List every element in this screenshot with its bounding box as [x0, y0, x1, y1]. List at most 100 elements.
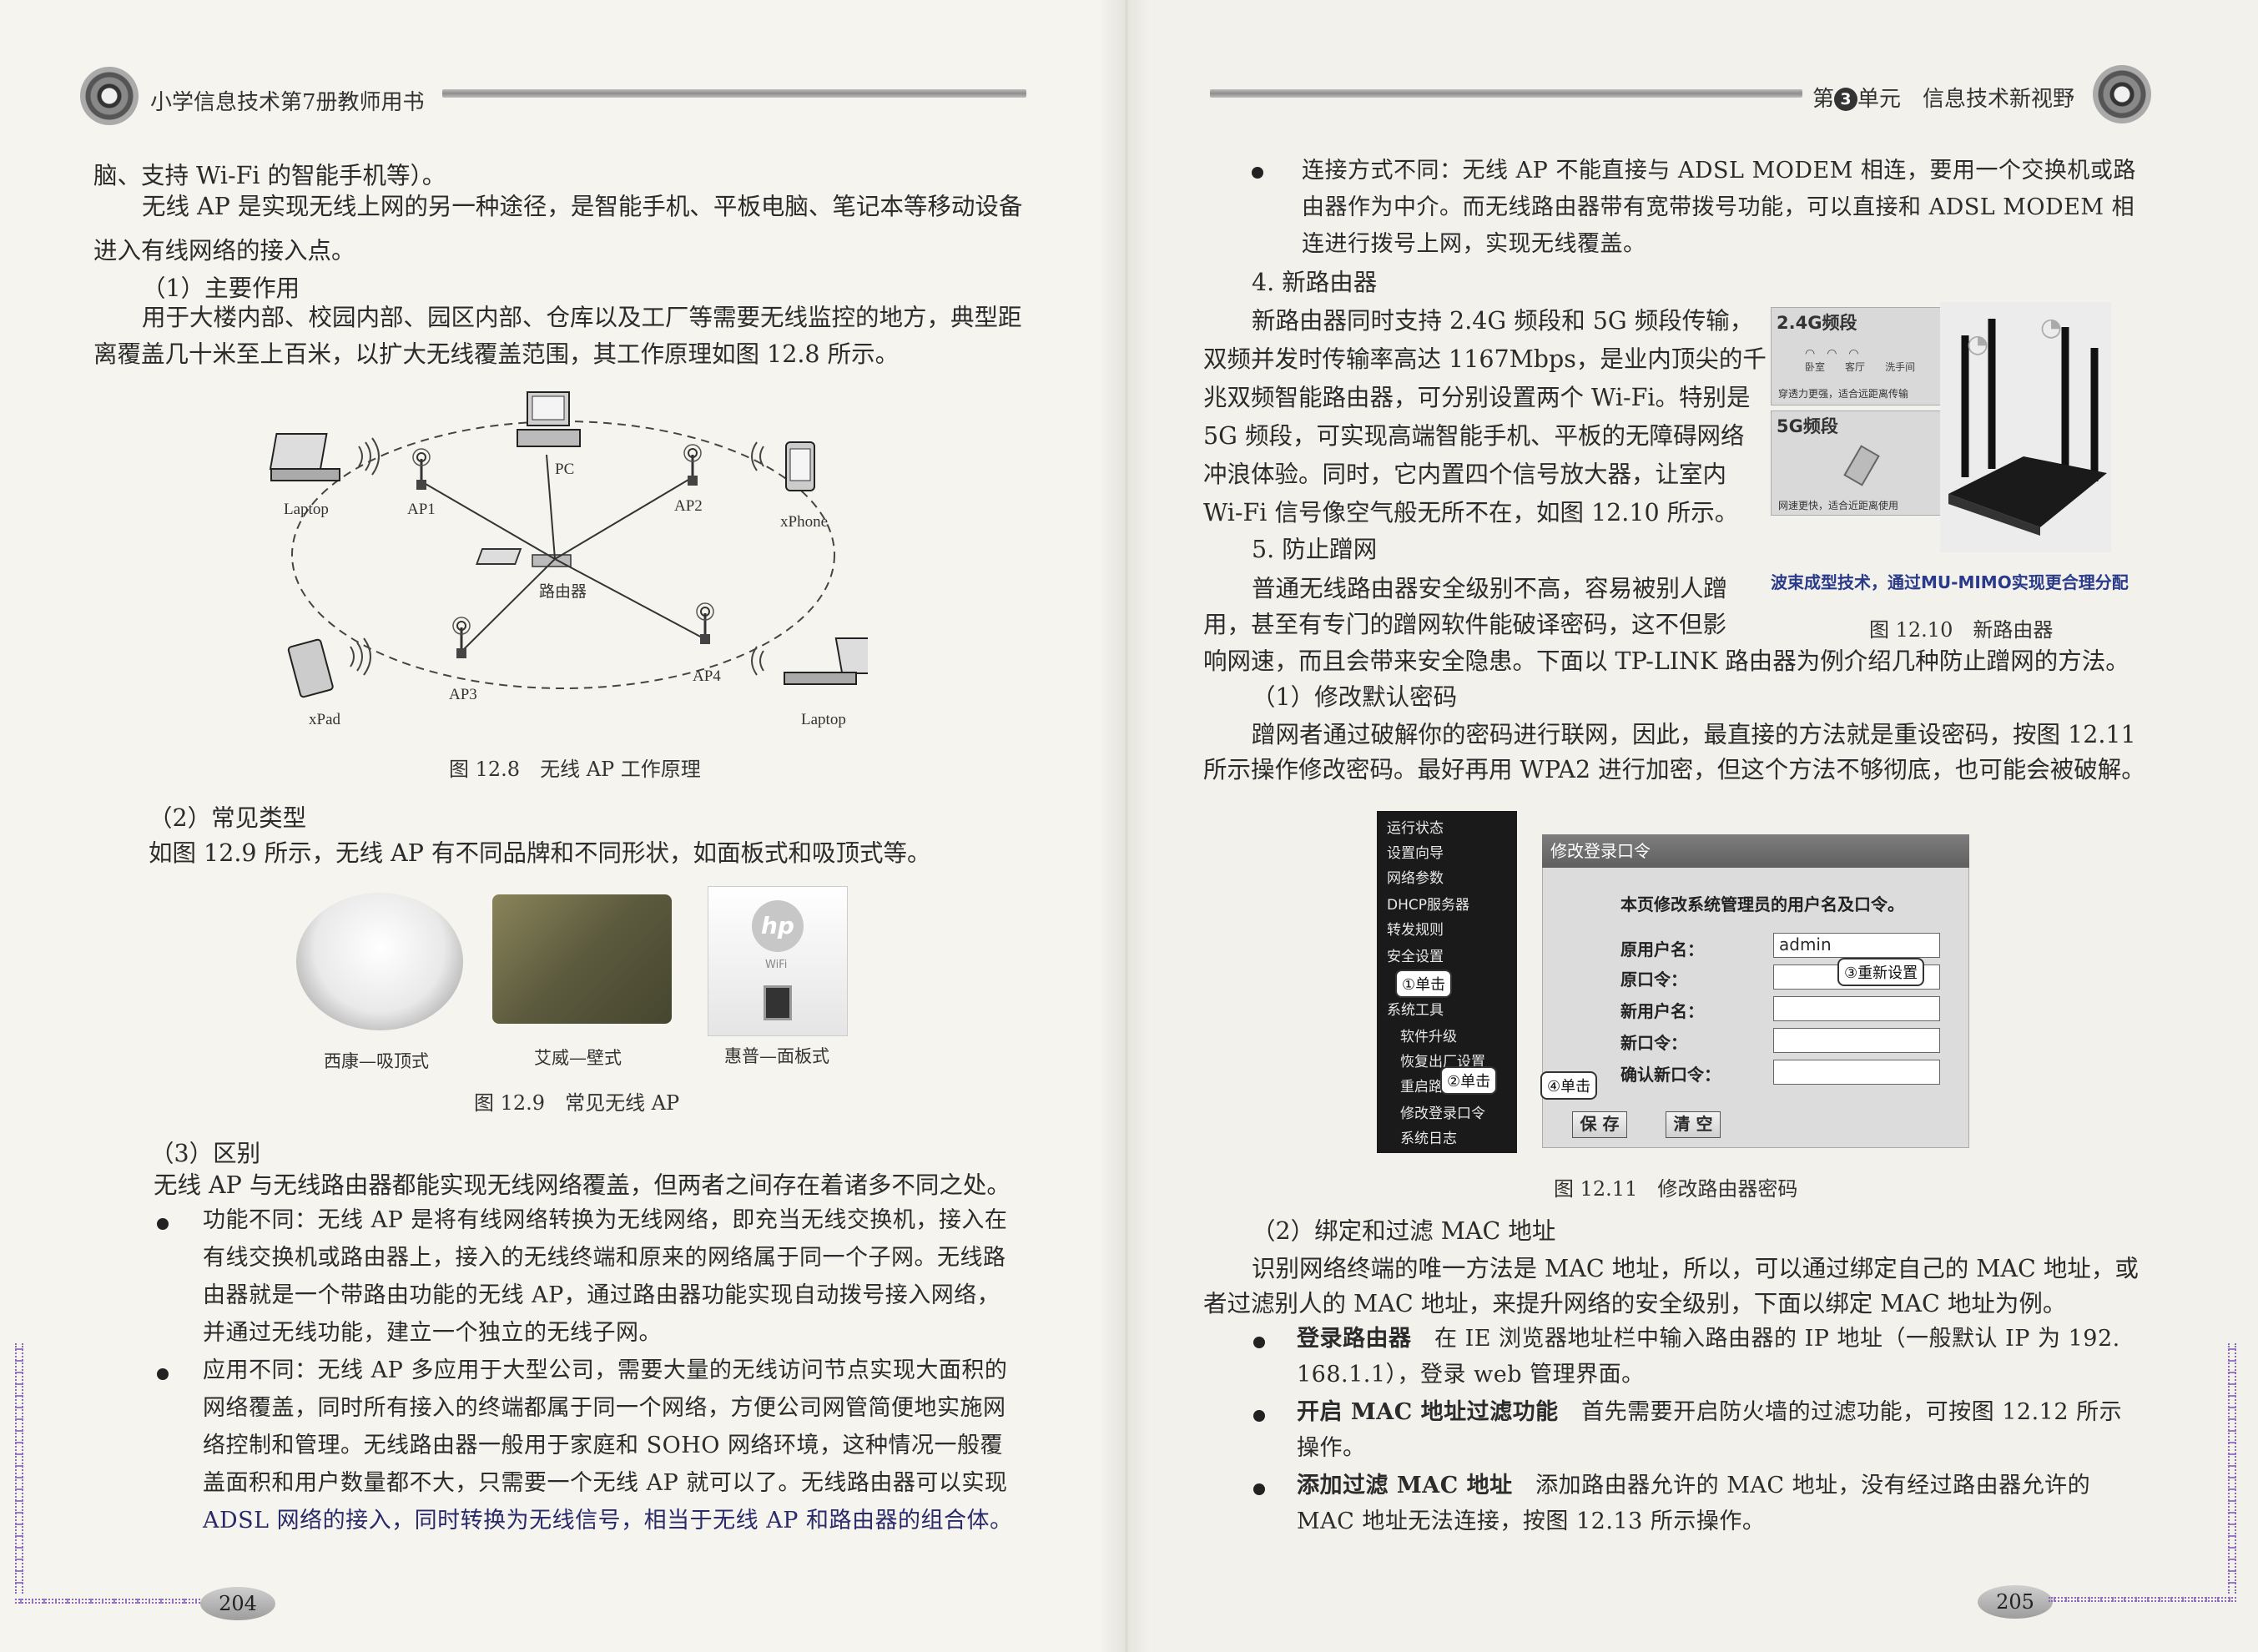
wifi-icon: ◠ ◠ ◠ [1805, 347, 1859, 360]
right-footer-decoration [2049, 1597, 2236, 1602]
ap3-icon [452, 617, 471, 658]
menu-system-tools[interactable]: 系统工具 [1387, 1002, 1444, 1019]
new-router-line-5: 冲浪体验。同时，它内置四个信号放大器，让室内 [1203, 461, 1727, 488]
bullet-2-line-5: ADSL 网络的接入，同时转换为无线信号，相当于无线 AP 和路由器的组合体。 [203, 1508, 1013, 1534]
left-footer-decoration [15, 1599, 207, 1604]
cd-icon [80, 67, 139, 125]
laptop-left-icon [269, 433, 380, 481]
figure-12-8-caption: 图 12.8 无线 AP 工作原理 [449, 758, 701, 781]
mac-line-2: 者过滤别人的 MAC 地址，来提升网络的安全级别，下面以绑定 MAC 地址为例。 [1203, 1290, 2067, 1317]
bullet-dot [1253, 1483, 1265, 1495]
band-5g-title: 5G频段 [1777, 416, 1838, 436]
clear-button[interactable]: 清 空 [1666, 1111, 1721, 1138]
ethernet-port [764, 985, 792, 1020]
add-mac-bullet-line-1: 添加过滤 MAC 地址 添加路由器允许的 MAC 地址，没有经过路由器允许的 [1297, 1473, 2091, 1498]
heading-change-password: （1）修改默认密码 [1252, 683, 1458, 711]
fig-12-9-item-2: 艾威—壁式 [534, 1048, 622, 1068]
new-password-input[interactable] [1773, 1028, 1940, 1053]
panel-ap-image: hp WiFi [708, 886, 848, 1036]
pc-icon [517, 391, 581, 447]
menu-firmware[interactable]: 软件升级 [1400, 1029, 1457, 1045]
old-username-input[interactable]: admin [1773, 933, 1940, 958]
figure-12-8-diagram [269, 391, 868, 698]
menu-status[interactable]: 运行状态 [1387, 820, 1444, 837]
menu-forwarding[interactable]: 转发规则 [1387, 922, 1444, 939]
left-border-decoration [15, 1343, 23, 1594]
bullet-1-line-3: 由器就是一个带路由功能的无线 AP，通过路由器功能实现自动拨号接入网络， [203, 1282, 1000, 1308]
connection-bullet-line-2: 由器作为中介。而无线路由器带有宽带拨号功能，可以直接和 ADSL MODEM 相 [1302, 194, 2135, 220]
xphone-icon [751, 441, 815, 491]
login-bullet-line-2: 168.1.1），登录 web 管理界面。 [1297, 1362, 1645, 1388]
bullet-2-line-4: 盖面积和用户数量都不大，只需要一个无线 AP 就可以了。无线路由器可以实现 [203, 1470, 1008, 1496]
heading-main-function: （1）主要作用 [142, 274, 300, 302]
mac-line-1: 识别网络终端的唯一方法是 MAC 地址，所以，可以通过绑定自己的 MAC 地址，… [1252, 1255, 2139, 1282]
band-24g-subtitle: 穿透力更强，适合远距离传输 [1778, 388, 1909, 400]
band-24g-panel: 2.4G频段 ◠ ◠ ◠ 卧室 客厅 洗手间 穿透力更强，适合远距离传输 [1771, 307, 1956, 405]
bullet-dot [1253, 1337, 1265, 1348]
callout-step-2: ②单击 [1440, 1066, 1498, 1095]
unit-prefix: 第 [1812, 87, 1835, 112]
label-old-username: 原用户名： [1620, 939, 1704, 959]
phone-icon [1843, 445, 1880, 486]
bullet-dot [157, 1368, 169, 1380]
menu-change-password[interactable]: 修改登录口令 [1400, 1106, 1485, 1122]
login-bullet-line-1: 登录路由器 在 IE 浏览器地址栏中输入路由器的 IP 地址（一般默认 IP 为… [1297, 1326, 2120, 1352]
bullet-dot [157, 1218, 169, 1230]
save-button[interactable]: 保 存 [1572, 1111, 1627, 1138]
wifi-text: WiFi [765, 959, 788, 971]
ap4-icon [696, 602, 714, 644]
connection-bullet-line-3: 连进行拨号上网，实现无线覆盖。 [1302, 231, 1646, 257]
paragraph-1: 脑、支持 Wi-Fi 的智能手机等）。 [93, 162, 446, 189]
paragraph-4: 如图 12.9 所示，无线 AP 有不同品牌和不同形状，如面板式和吸顶式等。 [149, 839, 931, 867]
menu-system-log[interactable]: 系统日志 [1400, 1131, 1457, 1147]
bullet-dot [1252, 167, 1263, 179]
ceiling-ap-image [296, 893, 463, 1030]
fig-12-9-item-3: 惠普—面板式 [724, 1046, 829, 1066]
paragraph-2a: 无线 AP 是实现无线上网的另一种途径，是智能手机、平板电脑、笔记本等移动设备 [142, 193, 1023, 220]
password-form-panel [1542, 834, 1969, 1148]
unit-number-badge: 3 [1834, 88, 1858, 111]
ap1-icon [412, 448, 431, 490]
menu-network[interactable]: 网络参数 [1387, 870, 1444, 887]
right-border-decoration [2228, 1343, 2236, 1594]
anti-leech-line-2: 用，甚至有专门的蹭网软件能破译密码，这不但影 [1203, 611, 1727, 638]
label-ap3: AP3 [449, 686, 477, 703]
form-title-bar: 修改登录口令 [1542, 834, 1969, 868]
figure-12-11-caption: 图 12.11 修改路由器密码 [1554, 1177, 1798, 1201]
label-ap1: AP1 [407, 501, 436, 518]
left-header-rule [442, 89, 1026, 98]
paragraph-3a: 用于大楼内部、校园内部、园区内部、仓库以及工厂等需要无线监控的地方，典型距 [142, 304, 1022, 331]
label-router: 路由器 [539, 583, 587, 601]
beamforming-banner: 波束成型技术，通过MU-MIMO实现更合理分配 [1771, 572, 2129, 592]
label-ap2: AP2 [674, 497, 703, 515]
new-router-line-1: 新路由器同时支持 2.4G 频段和 5G 频段传输， [1252, 307, 1754, 335]
menu-dhcp[interactable]: DHCP服务器 [1387, 897, 1469, 914]
label-new-username: 新用户名： [1620, 1001, 1704, 1021]
add-mac-bullet-line-2: MAC 地址无法连接，按图 12.13 所示操作。 [1297, 1508, 1766, 1534]
paragraph-2b: 进入有线网络的接入点。 [93, 237, 355, 264]
menu-wizard[interactable]: 设置向导 [1387, 845, 1444, 862]
label-laptop-1: Laptop [284, 501, 329, 518]
bullet-1-line-1: 功能不同：无线 AP 是将有线网络转换为无线网络，即充当无线交换机，接入在 [203, 1207, 1008, 1233]
bullet-2-line-3: 络控制和管理。无线路由器一般用于家庭和 SOHO 网络环境，这种情况一般覆 [203, 1433, 1003, 1458]
mac-filter-bullet-line-2: 操作。 [1297, 1435, 1366, 1461]
label-laptop-2: Laptop [801, 711, 846, 728]
anti-leech-line-3: 响网速，而且会带来安全隐患。下面以 TP-LINK 路由器为例介绍几种防止蹭网的… [1203, 647, 2129, 675]
svg-text:◔: ◔ [2040, 313, 2062, 342]
svg-text:◔: ◔ [1967, 330, 1988, 359]
callout-step-1: ①单击 [1395, 970, 1453, 998]
confirm-password-input[interactable] [1773, 1060, 1940, 1085]
change-password-line-1: 蹭网者通过破解你的密码进行联网，因此，最直接的方法就是重设密码，按图 12.11 [1252, 721, 2136, 748]
label-new-password: 新口令： [1620, 1033, 1687, 1053]
new-username-input[interactable] [1773, 996, 1940, 1021]
label-xpad: xPad [309, 711, 340, 728]
new-router-line-2: 双频并发时传输率高达 1167Mbps，是业内顶尖的千 [1203, 345, 1767, 373]
menu-security[interactable]: 安全设置 [1387, 949, 1444, 965]
change-password-line-2: 所示操作修改密码。最好再用 WPA2 进行加密，但这个方法不够彻底，也可能会被破… [1203, 756, 2145, 783]
right-page-number: 205 [1978, 1585, 2053, 1619]
router-node [476, 548, 572, 567]
form-intro: 本页修改系统管理员的用户名及口令。 [1620, 894, 1904, 914]
cd-icon [2093, 65, 2151, 123]
unit-title: 单元 信息技术新视野 [1857, 87, 2075, 112]
